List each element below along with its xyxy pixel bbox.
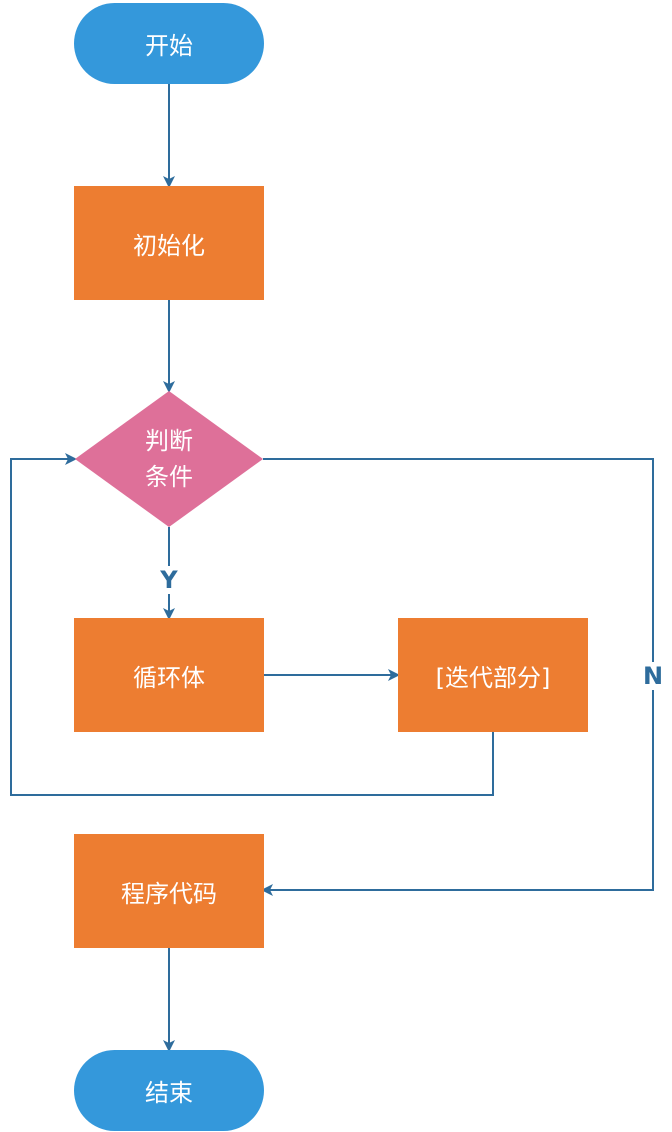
- program-code-label: 程序代码: [121, 879, 217, 908]
- start-node: 开始: [74, 3, 264, 84]
- start-label: 开始: [145, 32, 193, 60]
- init-node: 初始化: [74, 186, 264, 300]
- edge-iteration-back-to-condition: [10, 453, 494, 796]
- yes-edge-label: Y: [156, 566, 182, 594]
- no-edge-label: N: [640, 662, 666, 690]
- condition-label-line1: 判断: [145, 427, 193, 455]
- iteration-label: [迭代部分]: [435, 663, 551, 692]
- condition-label: 判断 条件: [109, 423, 229, 495]
- iteration-node: [迭代部分]: [398, 618, 588, 732]
- loop-body-node: 循环体: [74, 618, 264, 732]
- end-node: 结束: [74, 1050, 264, 1131]
- condition-label-line2: 条件: [145, 463, 193, 491]
- condition-diamond: [75, 391, 263, 527]
- init-label: 初始化: [133, 231, 205, 260]
- end-label: 结束: [145, 1079, 193, 1107]
- loop-body-label: 循环体: [133, 663, 205, 692]
- program-code-node: 程序代码: [74, 834, 264, 948]
